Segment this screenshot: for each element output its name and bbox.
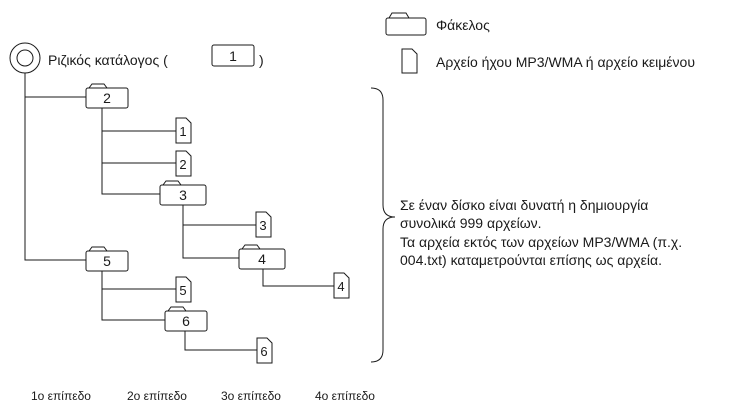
root-label: Ριζικός κατάλογος (	[48, 52, 168, 68]
root-number: 1	[229, 48, 237, 64]
file-1: 1	[175, 117, 192, 144]
file-2: 2	[175, 150, 192, 177]
level-label: 1ο επίπεδο	[31, 389, 91, 403]
folder-number: 3	[179, 187, 187, 203]
legend-folder-icon	[385, 12, 427, 36]
level-label: 2ο επίπεδο	[127, 389, 187, 403]
root-directory: Ριζικός κατάλογος ( 1 )	[9, 42, 264, 74]
level-labels: 1ο επίπεδο 2ο επίπεδο 3ο επίπεδο 4ο επίπ…	[31, 389, 375, 403]
level-label: 4ο επίπεδο	[315, 389, 375, 403]
note-line: συνολικά 999 αρχείων.	[400, 215, 542, 231]
legend-file-icon	[401, 48, 418, 74]
file-3: 3	[255, 211, 272, 238]
tree-connectors	[24, 73, 334, 351]
file-number: 2	[179, 157, 186, 172]
file-number: 5	[179, 283, 186, 298]
folder-4: 4	[238, 244, 286, 270]
file-number: 4	[337, 279, 344, 294]
legend-folder-label: Φάκελος	[436, 17, 490, 33]
folder-3: 3	[159, 180, 207, 206]
note-line: Σε έναν δίσκο είναι δυνατή η δημιουργία	[400, 197, 648, 213]
note-text: Σε έναν δίσκο είναι δυνατή η δημιουργία …	[400, 197, 682, 268]
folder-2: 2	[85, 83, 129, 109]
root-number-box	[211, 44, 255, 67]
level-label: 3ο επίπεδο	[221, 389, 281, 403]
note-line: Τα αρχεία εκτός των αρχείων MP3/WMA (π.χ…	[400, 234, 682, 250]
folder-5: 5	[85, 246, 129, 272]
root-label-close: )	[259, 52, 264, 68]
file-number: 6	[260, 344, 267, 359]
file-number: 1	[179, 124, 186, 139]
legend-file-label: Αρχείο ήχου MP3/WMA ή αρχείο κειμένου	[436, 54, 695, 70]
note-line: 004.txt) καταμετρούνται επίσης ως αρχεία…	[400, 252, 662, 268]
file-number: 3	[259, 218, 266, 233]
file-5: 5	[175, 276, 192, 303]
folder-number: 5	[103, 253, 111, 269]
file-4: 4	[333, 272, 350, 299]
curly-brace	[370, 87, 396, 363]
folder-number: 4	[258, 251, 266, 267]
folder-number: 2	[103, 90, 111, 106]
legend: Φάκελος Αρχείο ήχου MP3/WMA ή αρχείο κει…	[385, 12, 695, 74]
folder-6: 6	[164, 306, 208, 332]
folder-number: 6	[182, 313, 190, 329]
file-6: 6	[256, 337, 273, 364]
